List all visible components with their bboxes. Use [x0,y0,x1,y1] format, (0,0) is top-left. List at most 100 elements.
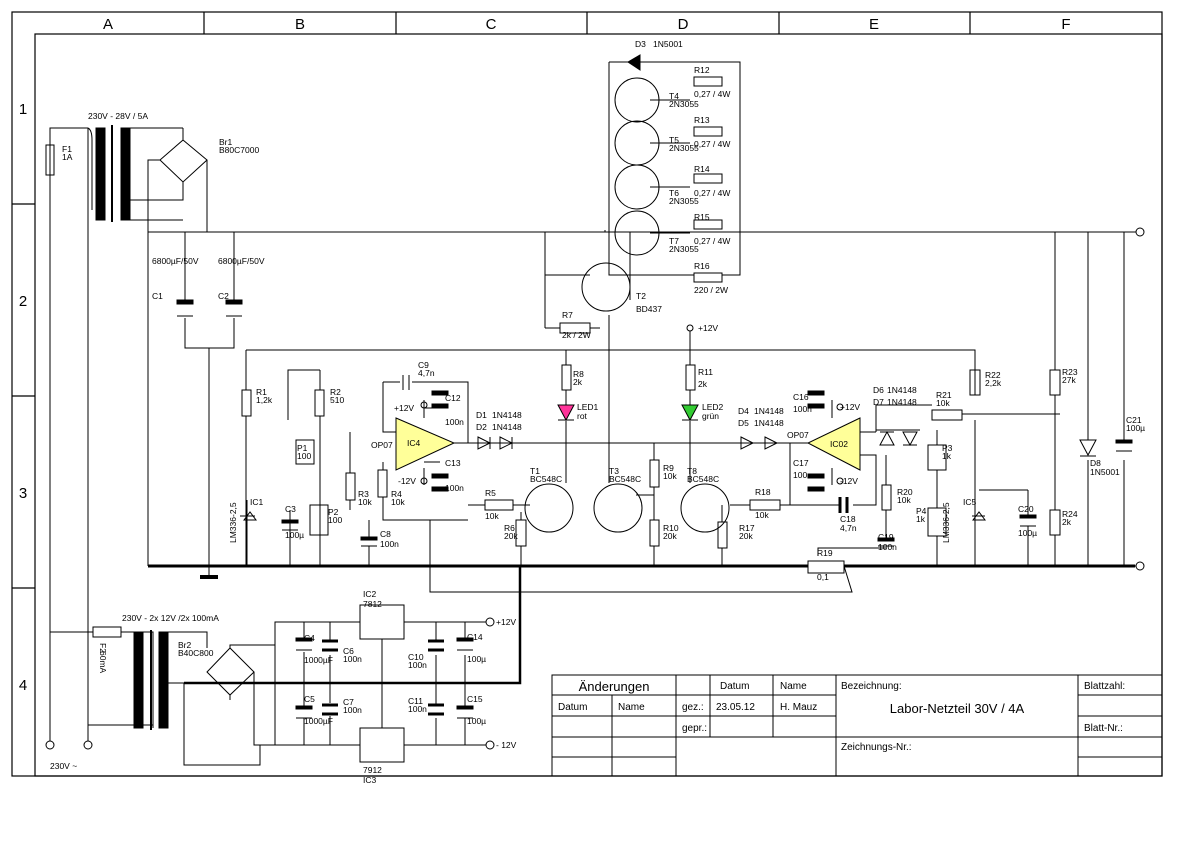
label-ic2-1: 7812 [363,599,382,609]
label-t2-0: T2 [636,291,646,301]
sheet-number-label: Blatt-Nr.: [1084,723,1123,734]
title-block [551,674,1163,777]
label-ic2-0: IC2 [363,589,377,599]
label-r23-1: 27k [1062,375,1076,385]
label-r14-0: R14 [694,164,710,174]
zone-row-2: 2 [19,293,27,310]
label-t8-0: T8 [687,466,697,476]
label-t2-1: BD437 [636,304,662,314]
label-c20-0: C20 [1018,504,1034,514]
bridge-br2 [206,647,255,696]
bridge-br1 [130,128,208,201]
label-c14-0: C14 [467,632,483,642]
drawing-frame [11,11,1163,777]
label-d1d2-2: 1N4148 [492,410,522,420]
label-r4-1: 10k [391,497,405,507]
label-r11-0: R11 [698,367,713,377]
label-r6-1: 20k [504,531,518,541]
label-ic4-3: -12V [398,476,416,486]
label-d4d5-2: 1N4148 [754,406,784,416]
label-d3-1: 1N5001 [653,39,683,49]
label-br1-1: B80C7000 [219,145,259,155]
label-r22-1: 2,2k [985,378,1002,388]
label-c19-1: 100n [878,542,897,552]
label-ic4-2: +12V [394,403,414,413]
label-r4-0: R4 [391,489,402,499]
label-c6-1: 100n [343,654,362,664]
label-r3-1: 10k [358,497,372,507]
label-r3-0: R3 [358,489,369,499]
label-f2-1: 60mA [98,651,108,674]
label-c18-0: C18 [840,514,856,524]
designation-label: Bezeichnung: [841,681,902,692]
label-c18-1: 4,7n [840,523,857,533]
label-c17-0: C17 [793,458,809,468]
label-ic1-1: LM336-2,5 [228,502,238,543]
label-f2-0: F2 [98,643,108,653]
label-c19-0: C19 [878,532,894,542]
label-c12-1: 100n [445,417,464,427]
label-t3-1: BC548C [609,474,641,484]
label-t5-1: 2N3055 [669,143,699,153]
label-p1-1: 100 [297,451,311,461]
label-r12-1: 0,27 / 4W [694,89,730,99]
label-r1-0: R1 [256,387,267,397]
label-d1d2-3: 1N4148 [492,422,522,432]
label-p2-0: P2 [328,507,339,517]
label-outp-0: +12V [496,617,516,627]
label-r16-1: 220 / 2W [694,285,728,295]
label-d4d5-1: D5 [738,418,749,428]
label-r17-0: R17 [739,523,755,533]
opamp-ic4 [395,417,456,471]
label-c14-1: 100µ [467,654,486,664]
label-r23-0: R23 [1062,367,1078,377]
label-c3-1: 100µ [285,530,304,540]
zone-col-a: A [103,16,113,33]
label-c16-2: +12V [840,402,860,412]
label-d3-0: D3 [635,39,646,49]
label-r24-1: 2k [1062,517,1072,527]
label-f1-1: 1A [62,152,73,162]
label-c1-1: C1 [152,291,163,301]
label-r2-1: 510 [330,395,344,405]
regulator-ic2 [359,604,405,640]
label-r11-1: 2k [698,379,708,389]
zone-col-b: B [295,16,305,33]
label-c9-0: C9 [418,360,429,370]
label-d4d5-3: 1N4148 [754,418,784,428]
label-ic3-0: 7912 [363,765,382,775]
label-c3-0: C3 [285,504,296,514]
label-d6d7-2: 1N4148 [887,385,917,395]
label-c16-1: 100n [793,404,812,414]
label-d8-0: D8 [1090,458,1101,468]
label-c11-0: C11 [408,696,423,706]
circuit-wiring [45,54,1145,766]
label-t3-0: T3 [609,466,619,476]
label-r21-1: 10k [936,398,950,408]
label-d1d2-0: D1 [476,410,487,420]
label-c13-1: 100n [445,483,464,493]
zone-col-c: C [486,16,497,33]
label-led1-0: LED1 [577,402,599,412]
label-c15-1: 100µ [467,716,486,726]
label-tr1-0: 230V - 28V / 5A [88,111,148,121]
label-c7-1: 100n [343,705,362,715]
changes-date-col: Datum [558,702,587,713]
label-r12-0: R12 [694,65,710,75]
name-header: Name [780,681,807,692]
zone-col-f: F [1061,16,1070,33]
label-c4-0: C4 [304,633,315,643]
label-r18-1: 10k [755,510,769,520]
label-p4-1: 1k [916,514,926,524]
label-d6d7-1: D7 [873,397,884,407]
label-c20-1: 100µ [1018,528,1037,538]
label-r5-0: R5 [485,488,496,498]
label-t1-1: BC548C [530,474,562,484]
label-t4-0: T4 [669,91,679,101]
label-p4-0: P4 [916,506,927,516]
label-ic5-0: IC5 [963,497,977,507]
regulator-ic3 [359,727,405,763]
label-r11-2: +12V [698,323,718,333]
label-r22-0: R22 [985,370,1001,380]
